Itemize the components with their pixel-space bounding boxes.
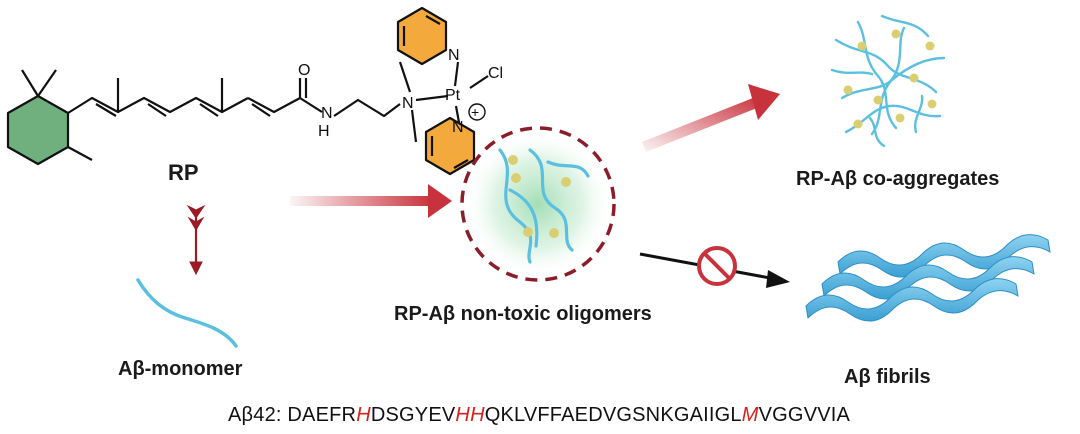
sequence-segment: VGGVVIA xyxy=(758,404,851,426)
svg-text:+: + xyxy=(471,104,479,120)
fibrils-label: Aβ fibrils xyxy=(844,366,931,388)
amyloid-fibrils xyxy=(805,234,1051,322)
atom-h: H xyxy=(318,123,330,140)
sequence-residue-highlight: HH xyxy=(455,404,485,426)
atom-n-amine: N xyxy=(402,95,414,112)
arrow-rp-to-monomer xyxy=(186,204,206,276)
cyclohexene-ring xyxy=(6,94,70,166)
sequence-residue-highlight: H xyxy=(356,404,371,426)
atom-pt: Pt xyxy=(445,87,461,104)
prohibited-icon xyxy=(697,246,737,286)
arrow-to-oligomers xyxy=(290,184,452,218)
atom-n-pyridine-upper: N xyxy=(448,47,460,64)
atom-n-pyridine-lower: N xyxy=(452,119,464,136)
oligomer-particle xyxy=(460,126,616,282)
sequence-body: DAEFRHDSGYEVHHQKLVFFAEDVGSNKGAIIGLMVGGVV… xyxy=(287,404,850,426)
polyene-chain xyxy=(67,96,249,114)
pyridine-ring-lower xyxy=(424,116,476,176)
sequence-segment: DSGYEV xyxy=(370,404,456,426)
abeta42-sequence: Aβ42: DAEFRHDSGYEVHHQKLVFFAEDVGSNKGAIIGL… xyxy=(228,404,850,427)
rp-molecule xyxy=(6,6,489,176)
sequence-segment: QKLVFFAEDVGSNKGAIIGL xyxy=(484,404,742,426)
coaggregate-network xyxy=(830,14,946,148)
pyridine-ring-upper xyxy=(396,6,448,66)
monomer-label: Aβ-monomer xyxy=(118,358,243,380)
sequence-prefix: Aβ42: xyxy=(228,404,288,426)
sequence-residue-highlight: M xyxy=(741,404,759,426)
arrow-to-coaggregates xyxy=(642,84,780,152)
sequence-segment: DAEFR xyxy=(287,404,357,426)
atom-cl: Cl xyxy=(488,65,503,82)
oligomers-label: RP-Aβ non-toxic oligomers xyxy=(394,303,652,325)
amyloid-monomer xyxy=(136,278,238,348)
rp-label: RP xyxy=(168,160,199,185)
coaggregates-label: RP-Aβ co-aggregates xyxy=(796,168,1000,190)
positive-charge: + xyxy=(468,103,486,121)
atom-n-amide: N xyxy=(321,105,333,122)
atom-o: O xyxy=(298,62,310,79)
